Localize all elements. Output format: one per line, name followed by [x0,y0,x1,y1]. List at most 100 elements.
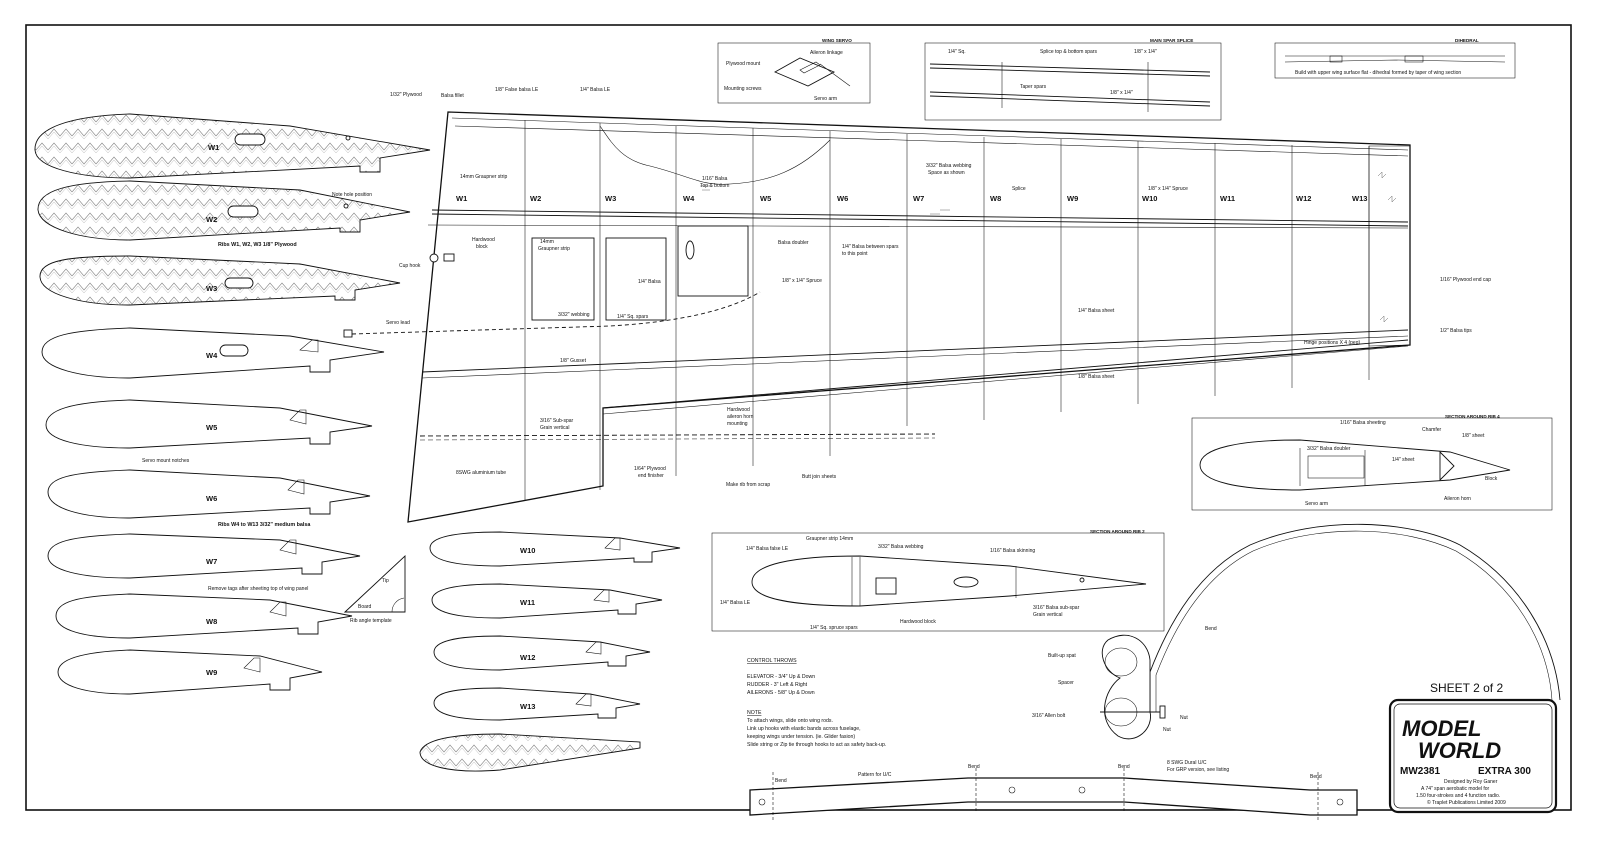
rib2-false-le-label: 1/4" Balsa false LE [746,546,789,552]
rib4-sheet14-label: 1/4" sheet [1392,457,1415,463]
rib2-spars-label: 1/4" Sq. spruce spars [810,625,858,631]
label-horn-2: aileron horn [727,414,754,420]
label-graupner: 14mm Graupner strip [460,174,507,180]
label-inset-sq-spars: 1/4" Sq. spars [617,314,649,320]
rib-w1: W1 [34,113,431,179]
rib-w9-label: W9 [206,668,217,677]
wing-servo-detail: WING SERVO Aileron linkage Plywood mount… [717,38,871,104]
label-ply-132: 1/32" Plywood [390,92,422,98]
label-cup-hook: Cup hook [399,263,421,269]
label-balsa-doubler: Balsa doubler [778,240,809,246]
template-caption: Rib angle template [350,618,392,624]
rib-w13: W13 [433,687,641,721]
servo-linkage-label: Aileron linkage [810,50,843,56]
title-block: SHEET 2 of 2 MODEL WORLD MW2381 EXTRA 30… [1388,681,1558,814]
rib4-servo-arm-label: Servo arm [1305,501,1328,507]
label-hinge: Hinge positions X 4 (peg) [1304,340,1360,346]
label-inset-webbing: 3/32" webbing [558,312,590,318]
rib-w4-label: W4 [206,351,218,360]
rib2-le-label: 1/4" Balsa LE [720,600,751,606]
rib-w9: W9 [57,649,323,695]
rib-w5-label: W5 [206,423,217,432]
label-balsa-fillet: Balsa fillet [441,93,464,99]
rib-w11: W11 [431,583,663,619]
rib-w8: W8 [55,593,353,639]
rib2-grain-label: Grain vertical [1033,612,1062,618]
label-subspar: 3/16" Sub-spar [540,418,574,424]
rib-w12-label: W12 [520,653,535,662]
label-to-this-point: to this point [842,251,868,257]
plan-number: MW2381 [1400,766,1440,777]
wing-rib-labels: W1 W2 W3 W4 W5 W6 W7 W8 W9 W10 W11 W12 W… [456,194,1367,203]
rib-w2-label: W2 [206,215,217,224]
label-top-bottom: Top & bottom [700,183,729,189]
rib-w10: W10 [429,531,681,567]
rib-w1-label: W1 [208,143,219,152]
rib4-doubler-label: 3/32" Balsa doubler [1307,446,1351,452]
wing-rib-label: W9 [1067,194,1078,203]
note-line-4: Slide string or Zip tie through hooks to… [747,742,886,748]
main-spar-splice-detail: MAIN SPAR SPLICE 1/4" Sq. Splice top & b… [924,38,1222,121]
uc-nut1-label: Nut [1180,715,1188,721]
rib2-webbing-label: 3/32" Balsa webbing [878,544,924,550]
label-butt-join: Butt join sheets [802,474,837,480]
label-servo-lead: Servo lead [386,320,410,326]
rib-w2: W2 Note hole position [37,180,411,241]
label-balsa-le: 1/4" Balsa LE [580,87,611,93]
undercarriage-detail: Built-up spat Spacer 3/16" Allen bolt Nu… [749,523,1561,820]
dihedral-detail: DIHEDRAL Build with upper wing surface f… [1274,38,1516,79]
label-balsa-sheet-top: 1/4" Balsa sheet [1078,308,1115,314]
logo-model: MODEL [1402,716,1481,741]
uc-dural-label: 8 SWG Dural U/C [1167,760,1207,766]
servo-arm-label: Servo arm [814,96,837,102]
ribs-w4-13-caption: Ribs W4 to W13 3/32" medium balsa [218,522,311,528]
throws-elevator: ELEVATOR - 3/4" Up & Down [747,674,815,680]
label-ply-164: 1/64" Plywood [634,466,666,472]
uc-bend1-label: Bend [775,778,787,784]
uc-spat-label: Built-up spat [1048,653,1076,659]
rib-w8-label: W8 [206,617,217,626]
ribs-w123-caption: Ribs W1, W2, W3 1/8" Plywood [218,242,297,248]
label-inset-balsa: 1/4" Balsa [638,279,661,285]
label-balsa-sheet-bot: 1/8" Balsa sheet [1078,374,1115,380]
label-webbing: 3/32" Balsa webbing [926,163,972,169]
designer: Designed by Roy Ganer [1444,779,1498,785]
template-board: Board [358,604,372,610]
uc-bend2-label: Bend [968,764,980,770]
dihedral-text: Build with upper wing surface flat - dih… [1295,70,1461,76]
rib2-skinning-label: 1/16" Balsa skinning [990,548,1035,554]
label-grain-vertical: Grain vertical [540,425,569,431]
rib2-hardwood-label: Hardwood block [900,619,936,625]
control-throws: CONTROL THROWS ELEVATOR - 3/4" Up & Down… [747,658,886,748]
rib4-sheet18-label: 1/8" sheet [1462,433,1485,439]
wing-rib-label: W3 [605,194,616,203]
rib-w3-label: W3 [206,284,217,293]
rib-w7: W7 Remove tags after sheeting top of win… [47,533,361,592]
rib2-graupner-label: Graupner strip 14mm [806,536,853,542]
remove-tags-label: Remove tags after sheeting top of wing p… [208,586,308,592]
wing-rib-label: W4 [683,194,695,203]
servo-screws-label: Mounting screws [724,86,762,92]
wing-rib-label: W2 [530,194,541,203]
section-rib2-title: SECTION AROUND RIB 2 [1090,529,1145,534]
template-tip: Tip [382,578,389,584]
uc-bend4-label: Bend [1310,774,1322,780]
section-rib4-title: SECTION AROUND RIB 4 [1445,414,1500,419]
rib-w6-label: W6 [206,494,217,503]
rib4-horn-label: Aileron horn [1444,496,1471,502]
uc-bend3-label: Bend [1118,764,1130,770]
rib-w3: W3 [39,255,401,306]
wing-rib-label: W6 [837,194,848,203]
rib-w10-label: W10 [520,546,535,555]
rib-w6: W6 [47,469,371,519]
wing-rib-label: W7 [913,194,924,203]
rib2-subspar-label: 3/16" Balsa sub-spar [1033,605,1080,611]
wing-plan [343,111,1411,523]
note-line-3: keeping wings under tension. (ie. Glider… [747,734,855,740]
label-alu-tube: 8SWG aluminium tube [456,470,506,476]
wing-rib-label: W1 [456,194,467,203]
label-end-cap: 1/16" Plywood end cap [1440,277,1491,283]
spar-splice-title: MAIN SPAR SPLICE [1150,38,1193,43]
label-tips: 1/2" Balsa tips [1440,328,1472,334]
splice-sq-label: 1/4" Sq. [948,49,966,55]
